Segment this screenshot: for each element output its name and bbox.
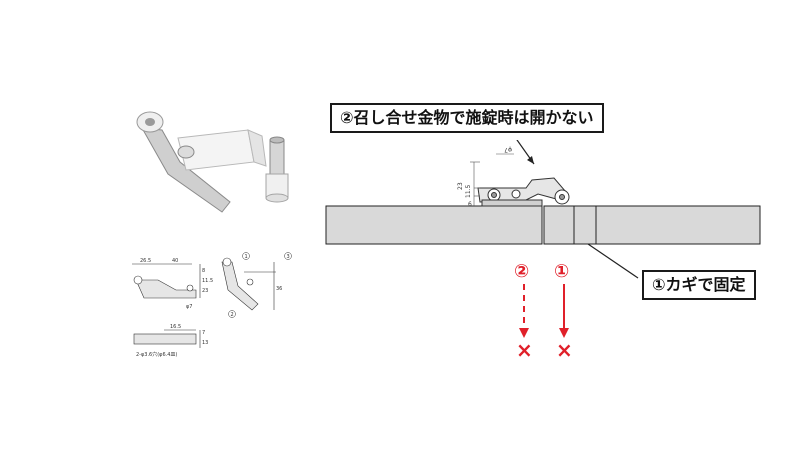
- dim-23-main: 23: [457, 182, 464, 190]
- pin: [265, 136, 289, 203]
- dim-16-5: 16.5: [170, 324, 181, 330]
- latch-hardware: [477, 177, 570, 207]
- left-door-panel: [325, 205, 543, 245]
- dim-11-5: 11.5: [202, 278, 213, 284]
- part-callout-1: [242, 252, 250, 260]
- red-arrow-2: [519, 284, 529, 338]
- part-callout-2: [228, 310, 236, 318]
- part-1-label: 1: [245, 254, 248, 260]
- door-latch-diagram: φ7 23 11.5 6: [325, 140, 761, 279]
- white-block: [177, 129, 267, 171]
- part-callout-3: [284, 252, 292, 260]
- right-door-panel: [543, 205, 761, 245]
- red-arrow-1: [559, 284, 569, 338]
- dim-26-5: 26.5: [140, 258, 151, 264]
- cam-disc: [136, 111, 195, 159]
- dim-36: 36: [276, 286, 282, 292]
- dim-40: 40: [172, 258, 178, 264]
- marker-2-cross: ×: [516, 338, 533, 362]
- marker-1-cross: ×: [556, 338, 573, 362]
- product-photo: [136, 111, 289, 213]
- dim-phi7: φ7: [186, 304, 192, 310]
- dim-phi7-main: φ7: [504, 146, 512, 153]
- callout-key-lock: ①カギで固定: [642, 270, 756, 300]
- dim-6-main: 6: [468, 201, 472, 208]
- marker-1-label: ①: [554, 261, 570, 282]
- dim-7: 7: [202, 330, 205, 336]
- dim-13: 13: [202, 340, 208, 346]
- callout-closing-hardware: ②召し合せ金物で施錠時は開かない: [330, 103, 604, 133]
- small-technical-drawing: 1 3 2 26.5 40 8 11.5 23 φ7 36 16.5 7 13 …: [132, 252, 292, 358]
- dim-8: 8: [202, 268, 205, 274]
- marker-2-label: ②: [514, 261, 530, 282]
- part-3-label: 3: [287, 254, 290, 260]
- part-2-label: 2: [231, 312, 234, 318]
- dim-23: 23: [202, 288, 208, 294]
- dim-11-5-main: 11.5: [465, 184, 472, 198]
- screw-hole-note: 2-φ3.6穴(φ6.4皿): [136, 351, 177, 358]
